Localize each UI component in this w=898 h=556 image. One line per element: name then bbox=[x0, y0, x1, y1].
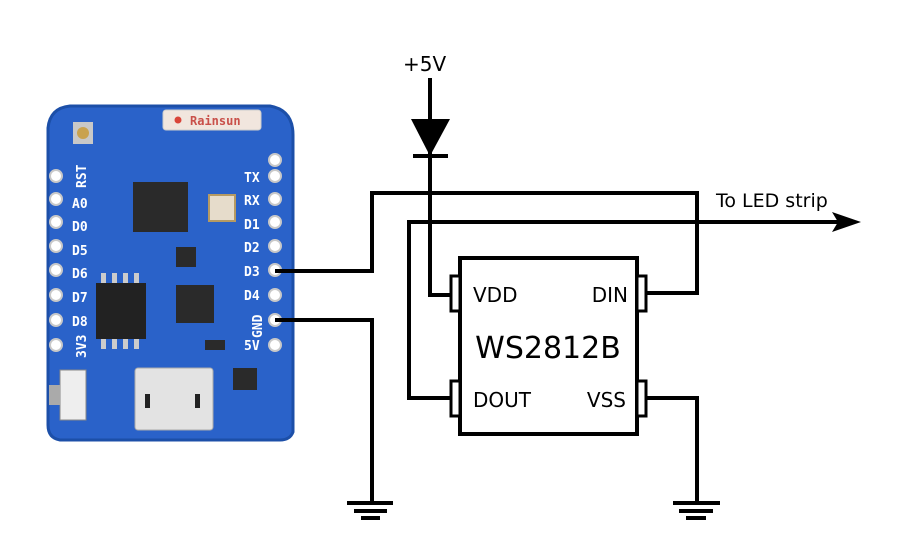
ws2812b-chip: VDD DIN DOUT VSS WS2812B bbox=[449, 256, 648, 436]
vss-wire bbox=[646, 396, 699, 503]
pin-dout-label: DOUT bbox=[473, 388, 532, 412]
usb-chip bbox=[176, 285, 214, 323]
esp-chip bbox=[133, 182, 188, 232]
flash-chip bbox=[96, 283, 146, 339]
pin-label-3v3: 3V3 bbox=[75, 335, 90, 358]
pin-vdd-label: VDD bbox=[473, 283, 517, 307]
chip-name: WS2812B bbox=[475, 331, 621, 366]
pin-label-d7: D7 bbox=[72, 291, 88, 306]
supply-label: +5V bbox=[403, 52, 446, 76]
pin-label-d4: D4 bbox=[244, 289, 260, 304]
reset-button bbox=[59, 369, 87, 421]
pin-label-d5: D5 bbox=[72, 244, 88, 259]
pin-label-gnd: GND bbox=[251, 314, 266, 338]
antenna-module bbox=[162, 109, 262, 131]
pin-label-rx: RX bbox=[244, 194, 260, 209]
pin-label-d6: D6 bbox=[72, 267, 88, 282]
pin-label-d0: D0 bbox=[72, 220, 88, 235]
vdd-wire bbox=[428, 78, 452, 297]
pin-label-d8: D8 bbox=[72, 315, 88, 330]
micro-usb-port bbox=[134, 367, 214, 431]
ground-icon bbox=[347, 501, 393, 520]
dout-wire bbox=[407, 220, 852, 400]
din-wire bbox=[275, 191, 699, 295]
output-label: To LED strip bbox=[715, 190, 828, 212]
pin-din-label: DIN bbox=[592, 283, 628, 307]
pin-vss-label: VSS bbox=[587, 388, 626, 412]
pin-label-rst: RST bbox=[75, 164, 90, 188]
pin-label-a0: A0 bbox=[72, 197, 88, 212]
arrow-icon bbox=[832, 212, 861, 232]
module-label: Rainsun bbox=[190, 114, 241, 128]
ground-icon bbox=[673, 501, 720, 520]
diode-icon bbox=[411, 119, 450, 156]
gnd-wire bbox=[275, 318, 374, 503]
pin-label-d1: D1 bbox=[244, 218, 260, 233]
pin-label-d3: D3 bbox=[244, 265, 260, 280]
pin-label-d2: D2 bbox=[244, 241, 260, 256]
pin-label-5v: 5V bbox=[244, 339, 260, 354]
pin-label-tx: TX bbox=[244, 171, 260, 186]
wemos-d1-mini-board: Rainsun RST A0 D0 D5 D bbox=[46, 104, 295, 442]
